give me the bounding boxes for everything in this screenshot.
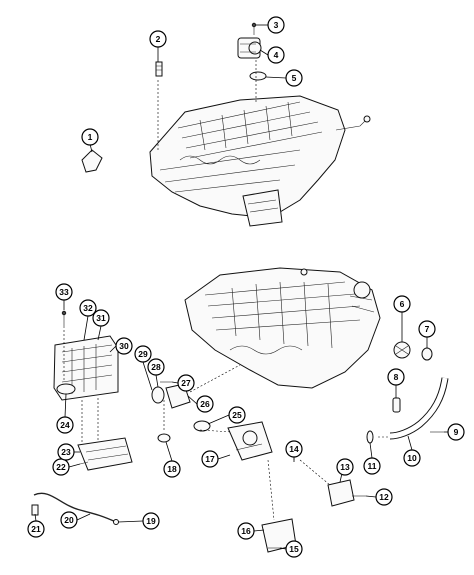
callout-24: 24	[56, 416, 74, 434]
part-fitting-8	[392, 397, 401, 413]
callout-label: 21	[31, 524, 41, 534]
callout-4: 4	[267, 46, 285, 64]
callout-1: 1	[81, 128, 99, 146]
callout-label: 4	[274, 50, 279, 60]
callout-label: 33	[59, 287, 69, 297]
callout-27: 27	[177, 374, 195, 392]
callout-3: 3	[267, 16, 285, 34]
part-tube-10	[389, 377, 449, 440]
callout-label: 17	[205, 454, 215, 464]
callout-label: 22	[56, 462, 66, 472]
part-gasket-5	[249, 71, 267, 81]
part-sensor-6	[393, 341, 411, 359]
callout-label: 25	[232, 410, 242, 420]
callout-10: 10	[403, 449, 421, 467]
callout-label: 15	[289, 544, 299, 554]
callout-32: 32	[79, 299, 97, 317]
callout-20: 20	[60, 511, 78, 529]
callout-label: 14	[289, 444, 299, 454]
callout-label: 13	[340, 462, 350, 472]
callout-label: 26	[200, 399, 210, 409]
part-gasket-29	[151, 386, 165, 404]
callout-23: 23	[57, 443, 75, 461]
callout-21: 21	[27, 520, 45, 538]
callout-12: 12	[375, 488, 393, 506]
part-stud-2	[155, 61, 163, 77]
leader-lines	[34, 24, 448, 550]
callout-label: 18	[167, 464, 177, 474]
callout-label: 29	[138, 349, 148, 359]
callout-label: 11	[368, 461, 377, 471]
callout-label: 7	[425, 324, 430, 334]
callout-label: 5	[292, 73, 297, 83]
part-clip-21	[31, 504, 39, 516]
callout-26: 26	[196, 395, 214, 413]
part-bracket-13	[327, 479, 355, 507]
part-bracket-23	[77, 437, 133, 471]
callout-label: 28	[151, 362, 161, 372]
callout-8: 8	[387, 368, 405, 386]
callout-19: 19	[142, 512, 160, 530]
callout-28: 28	[147, 358, 165, 376]
callout-label: 10	[407, 453, 417, 463]
part-gasket-24	[56, 383, 76, 395]
callout-label: 1	[88, 132, 93, 142]
callout-label: 12	[379, 492, 389, 502]
lower-engine-illustration	[184, 267, 381, 389]
callout-7: 7	[418, 320, 436, 338]
callout-label: 30	[119, 341, 129, 351]
callout-label: 3	[274, 20, 279, 30]
callout-label: 2	[156, 34, 161, 44]
callout-17: 17	[201, 450, 219, 468]
part-egr-valve-17	[227, 421, 273, 461]
part-oring-7	[421, 347, 433, 361]
callout-22: 22	[52, 458, 70, 476]
upper-engine-illustration	[149, 95, 371, 227]
callout-label: 31	[96, 313, 106, 323]
callout-33: 33	[55, 283, 73, 301]
callout-30: 30	[115, 337, 133, 355]
part-gasket-18	[157, 433, 171, 443]
callout-9: 9	[447, 423, 465, 441]
callout-label: 32	[83, 303, 93, 313]
part-egr-valve-4	[237, 37, 262, 59]
part-bolt-3	[251, 22, 257, 35]
part-bolt-33	[61, 310, 67, 328]
callout-6: 6	[393, 295, 411, 313]
callout-label: 8	[394, 372, 399, 382]
callout-label: 23	[61, 447, 71, 457]
callout-18: 18	[163, 460, 181, 478]
callout-11: 11	[363, 457, 381, 475]
callout-label: 20	[64, 515, 74, 525]
callout-label: 6	[400, 299, 405, 309]
callout-15: 15	[285, 540, 303, 558]
callout-16: 16	[237, 522, 255, 540]
callout-2: 2	[149, 30, 167, 48]
part-clamp-11	[366, 430, 374, 444]
alignment-lines	[63, 60, 390, 521]
callout-25: 25	[228, 406, 246, 424]
callout-29: 29	[134, 345, 152, 363]
callout-5: 5	[285, 69, 303, 87]
part-bracket-1	[81, 149, 103, 173]
callout-label: 27	[181, 378, 191, 388]
callout-label: 24	[60, 420, 70, 430]
callout-13: 13	[336, 458, 354, 476]
part-gasket-25	[193, 420, 211, 432]
callout-label: 9	[454, 427, 459, 437]
callout-label: 19	[146, 516, 156, 526]
callout-31: 31	[92, 309, 110, 327]
part-tube-20	[33, 492, 119, 525]
callout-label: 16	[241, 526, 251, 536]
part-bolt-22	[79, 461, 89, 465]
callout-14: 14	[285, 440, 303, 458]
